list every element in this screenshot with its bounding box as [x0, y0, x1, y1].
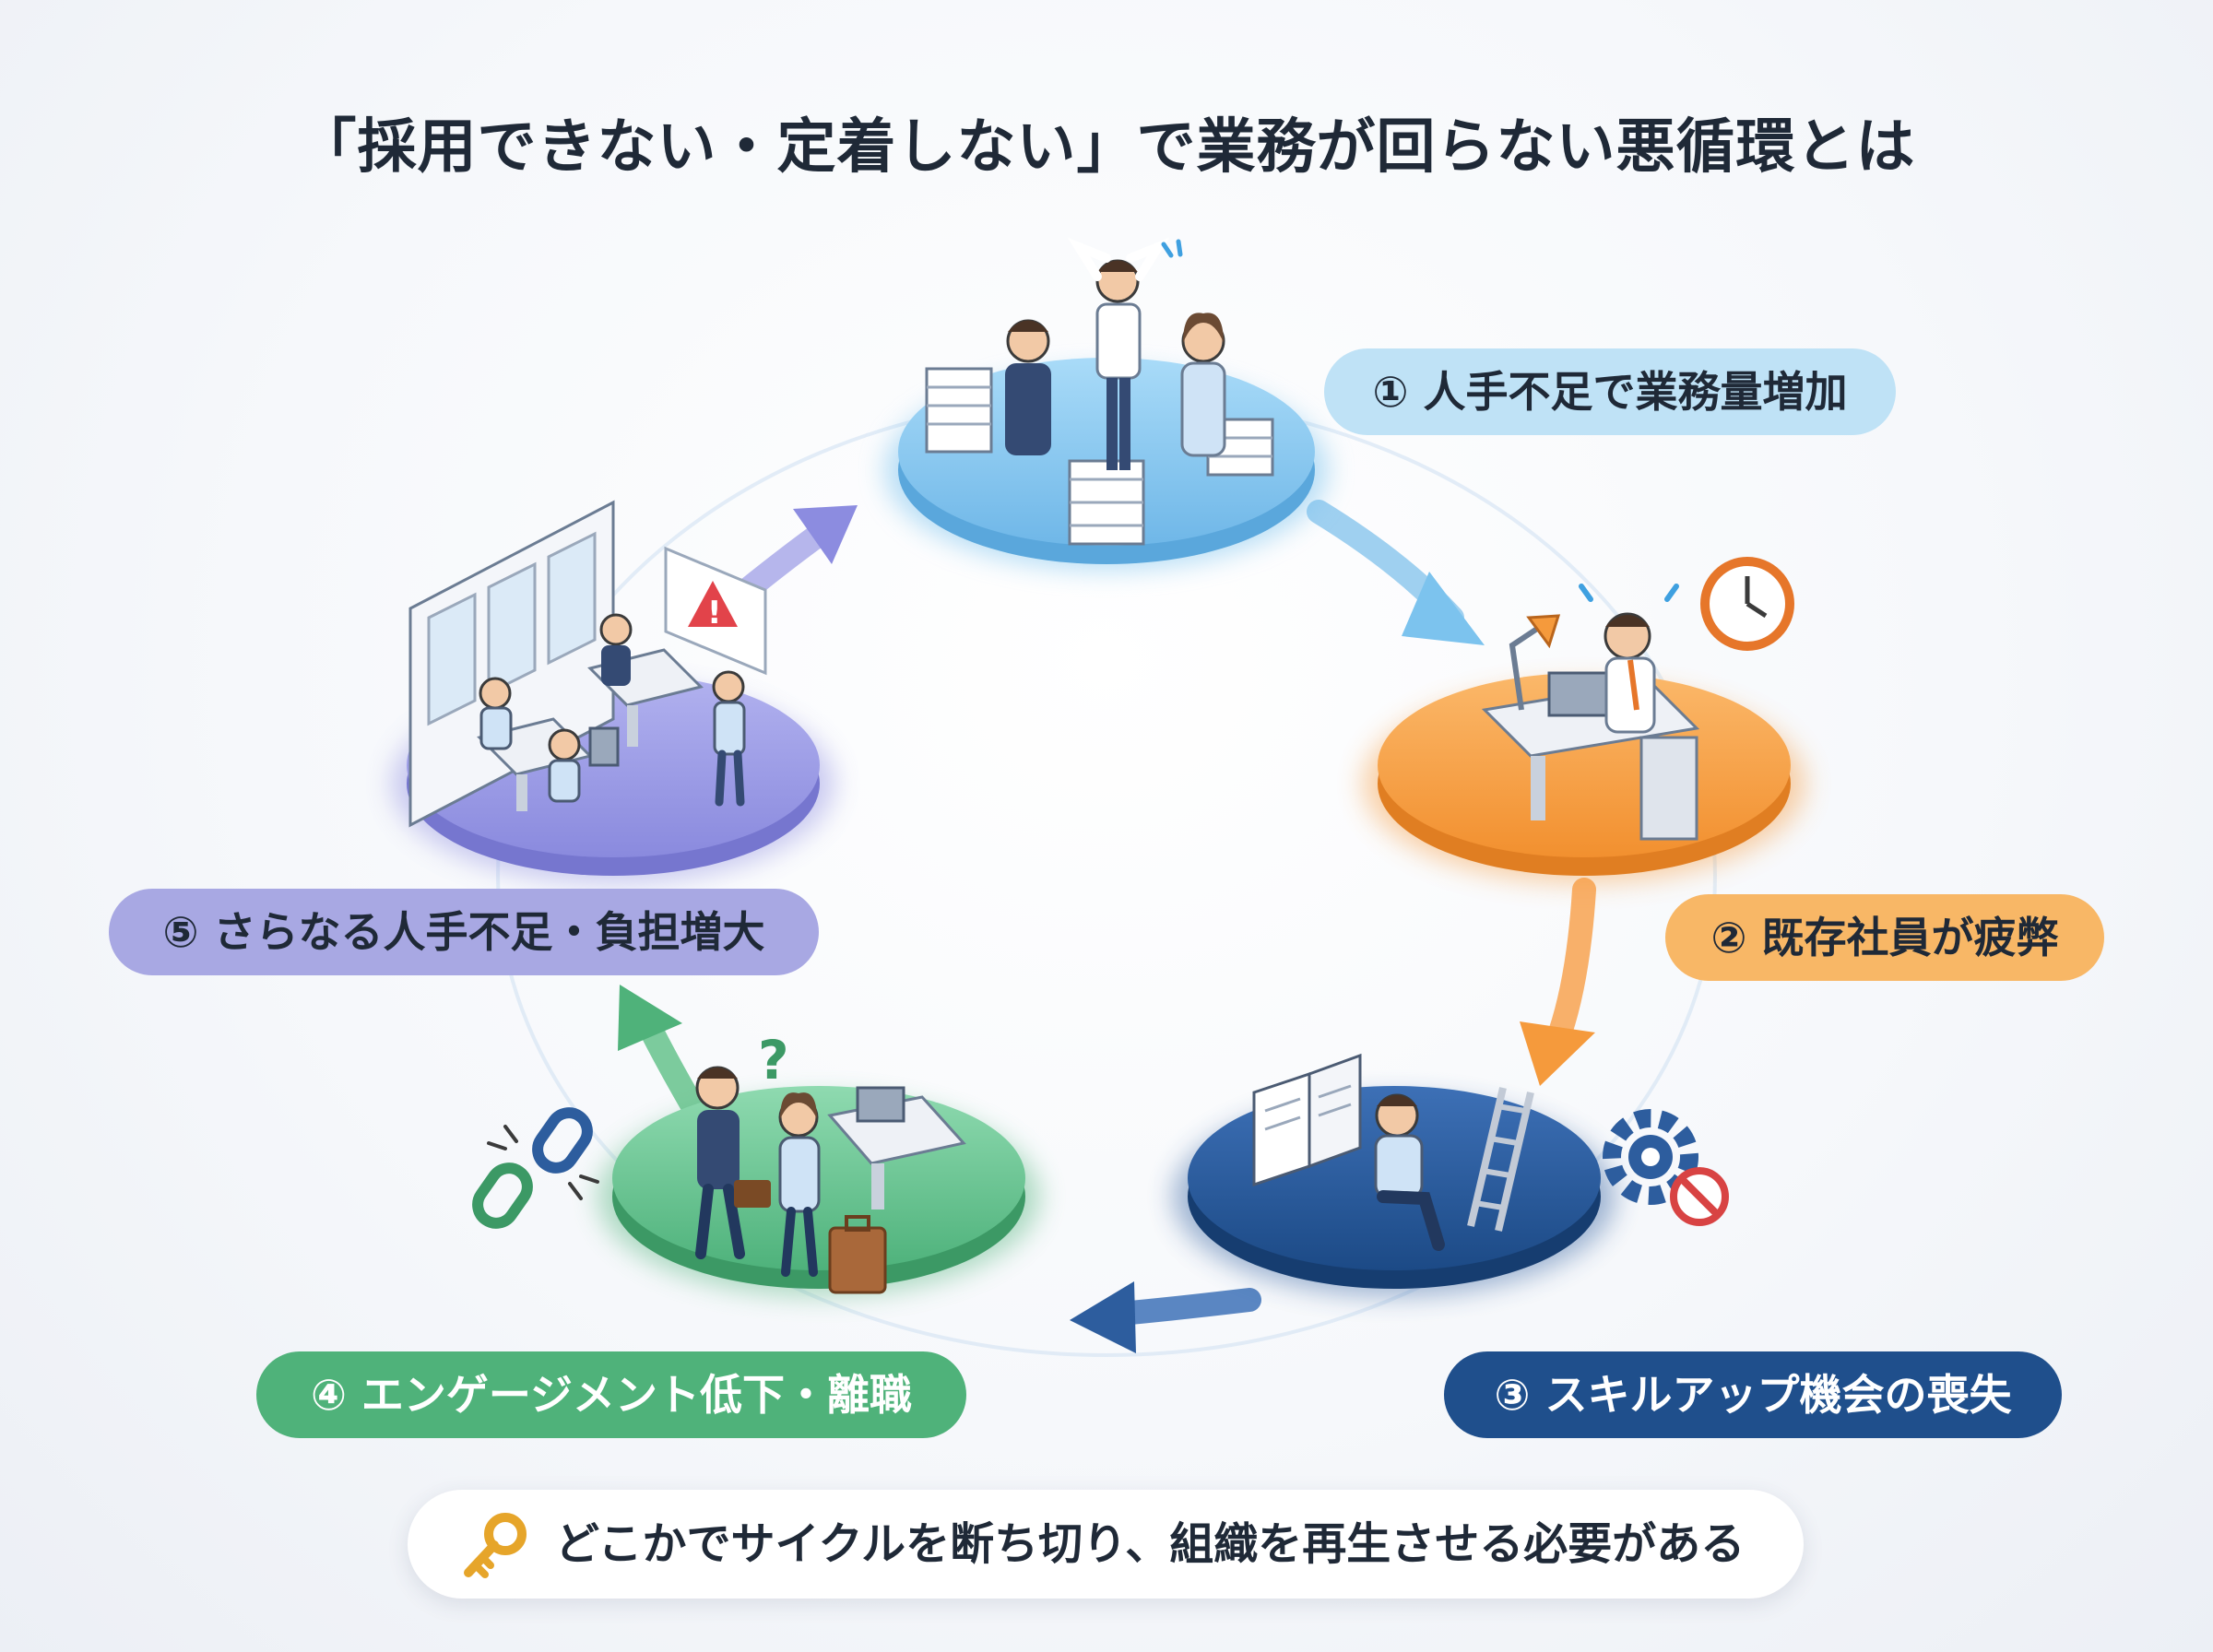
sitting-worker-icon	[1374, 1093, 1445, 1251]
step-4-platform: ?	[472, 1029, 1040, 1296]
stressed-worker-icon	[1005, 237, 1226, 470]
conclusion-banner: どこかでサイクルを断ち切り、組織を再生させる必要がある	[408, 1490, 1804, 1599]
arrow-1-to-2	[1307, 500, 1485, 645]
arrow-2-to-3	[1520, 878, 1596, 1086]
tired-worker-icon	[1604, 612, 1656, 734]
arrow-5-to-1	[735, 505, 858, 602]
broken-link-icon	[472, 1107, 599, 1229]
step-4-label: ④ エンゲージメント低下・離職	[256, 1351, 966, 1438]
conclusion-text: どこかでサイクルを断ち切り、組織を再生させる必要がある	[555, 1518, 1746, 1570]
ladder-icon	[1467, 1087, 1534, 1232]
step-5-platform: !	[392, 500, 834, 883]
page-title: 「採用できない・定着しない」で業務が回らない悪循環とは	[297, 113, 1916, 182]
step-2-label: ② 既存社員が疲弊	[1665, 894, 2104, 981]
book-icon	[1252, 1053, 1362, 1187]
arrow-3-to-4	[1070, 1281, 1261, 1353]
step-5-label: ⑤ さらなる人手不足・負担増大	[109, 889, 819, 975]
svg-text:!: !	[707, 595, 722, 631]
step-3-label: ③ スキルアップ機会の喪失	[1444, 1351, 2062, 1438]
step-1-label: ① 人手不足で業務量増加	[1324, 348, 1896, 435]
prohibited-icon	[1670, 1167, 1729, 1226]
warning-icon: !	[664, 546, 767, 676]
step-1-platform	[885, 237, 1328, 570]
question-mark-icon: ?	[758, 1029, 789, 1092]
gear-icon	[1603, 1109, 1698, 1205]
empty-desk-icon	[827, 1086, 966, 1210]
leaving-worker-icon	[695, 1066, 821, 1277]
arrow-4-to-5	[618, 985, 713, 1132]
key-icon	[464, 1513, 527, 1578]
clock-icon	[1700, 557, 1794, 651]
step-3-platform	[1173, 1053, 1729, 1296]
step-2-platform	[1363, 557, 1805, 883]
office-worker-icon	[479, 613, 746, 807]
desk-lamp-icon	[1509, 614, 1561, 711]
svg-text:?: ?	[758, 1029, 789, 1092]
suitcase-icon	[734, 1180, 887, 1294]
